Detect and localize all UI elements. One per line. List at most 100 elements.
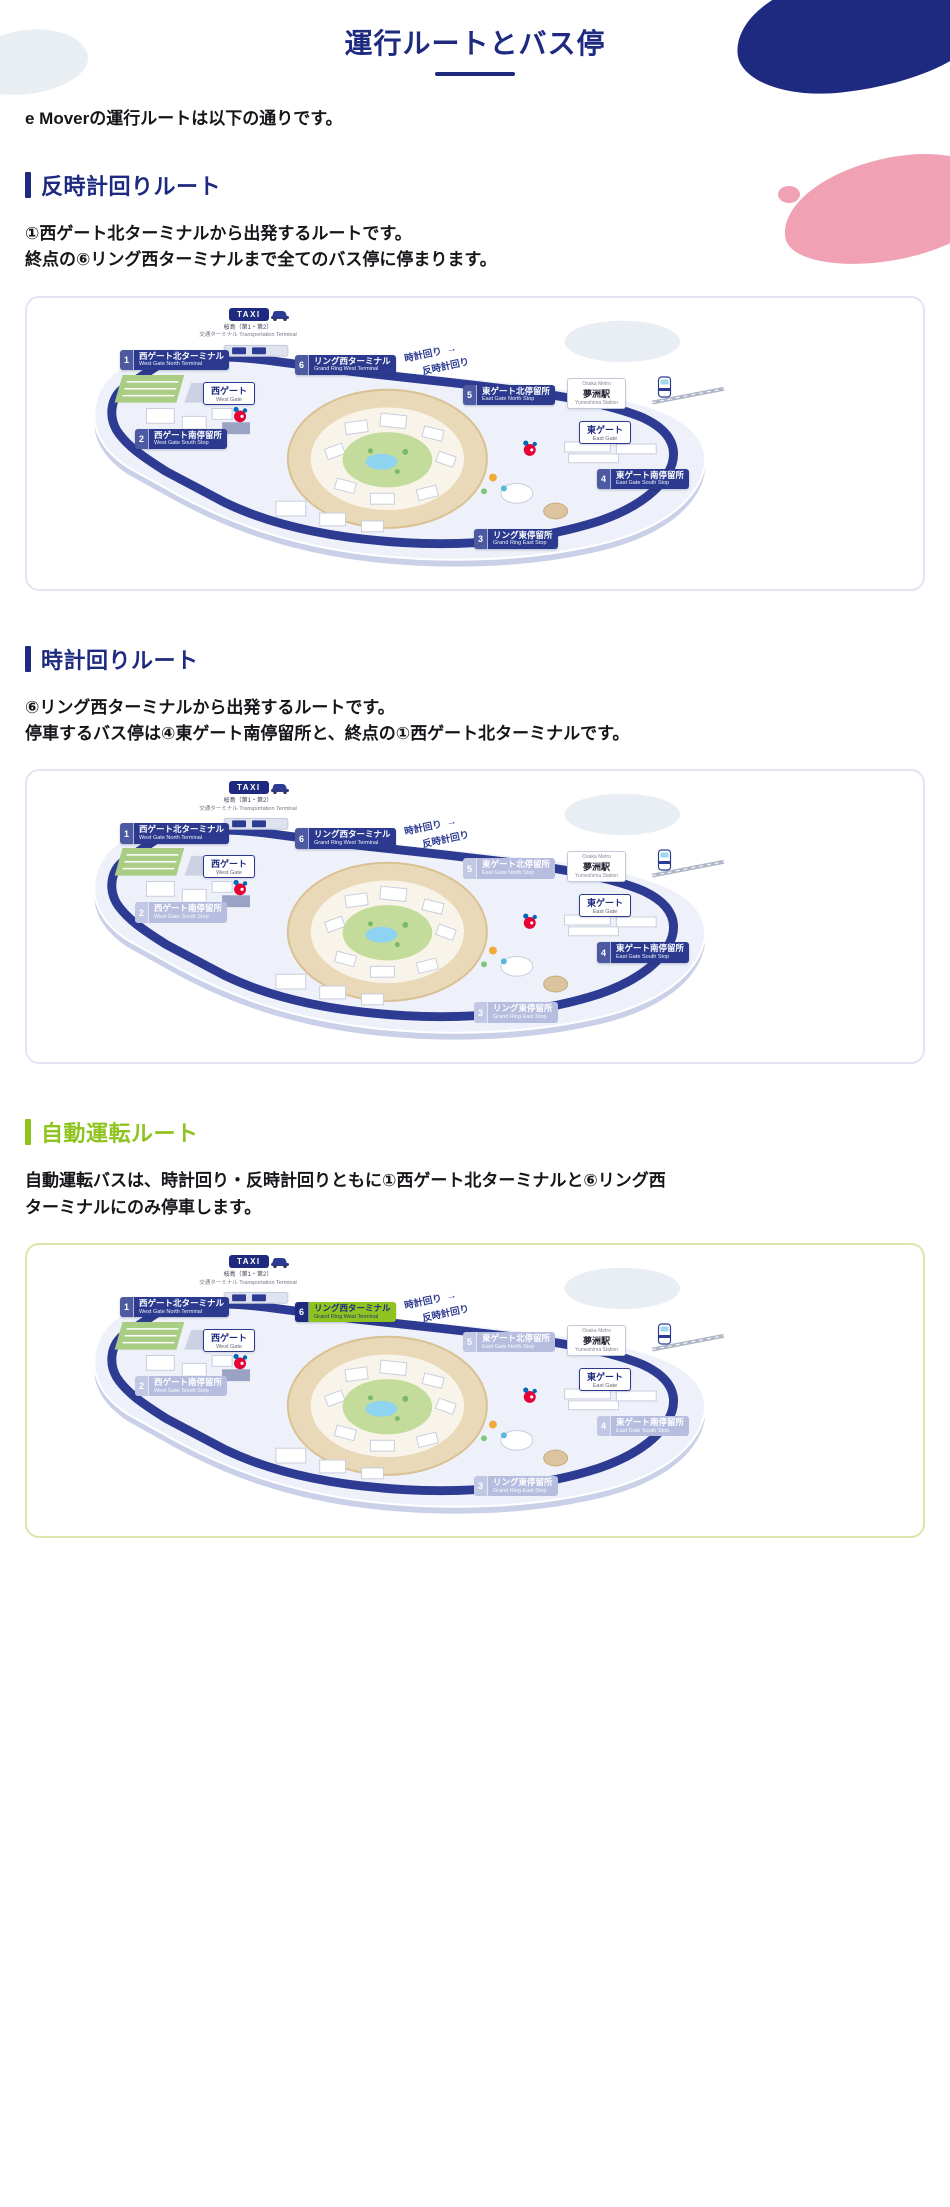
bus-stop-name-jp: リング東停留所 bbox=[493, 1003, 553, 1014]
section-description: ①西ゲート北ターミナルから出発するルートです。終点の⑥リング西ターミナルまで全て… bbox=[25, 221, 950, 274]
taxi-car-icon-wrap bbox=[270, 1255, 290, 1273]
page-title: 運行ルートとバス停 bbox=[344, 28, 606, 59]
bus-stop-name-jp: 東ゲート南停留所 bbox=[616, 943, 685, 954]
taxi-badge: TAXI bbox=[229, 781, 269, 795]
decor-blob-pink-dot bbox=[778, 186, 800, 203]
bus-stop-number: 6 bbox=[295, 1302, 309, 1323]
bus-stop-number: 4 bbox=[597, 942, 611, 963]
bus-stop-name-jp: リング西ターミナル bbox=[314, 829, 391, 840]
gate-name-en: East Gate bbox=[592, 1383, 618, 1390]
parked-buses bbox=[232, 1294, 266, 1302]
bus-stop-name-en: East Gate North Stop bbox=[482, 1343, 535, 1350]
bus-stop-name-jp: リング西ターミナル bbox=[314, 1303, 391, 1314]
route-section-3: 自動運転ルート自動運転バスは、時計回り・反時計回りともに①西ゲート北ターミナルと… bbox=[0, 1116, 950, 1539]
section-heading-row: 反時計回りルート bbox=[25, 169, 950, 201]
bus-stop-number: 2 bbox=[135, 428, 149, 450]
myakumyaku-east-icon bbox=[523, 1387, 537, 1403]
railway-line bbox=[651, 386, 725, 405]
myakumyaku-west-icon bbox=[233, 880, 248, 896]
description-line: ①西ゲート北ターミナルから出発するルートです。 bbox=[25, 224, 412, 243]
description-line: 終点の⑥リング西ターミナルまで全てのバス停に停まります。 bbox=[25, 250, 497, 270]
bus-stop-name-jp: 西ゲート北ターミナル bbox=[139, 1298, 225, 1309]
round-pavilion bbox=[500, 956, 534, 978]
car-icon bbox=[271, 310, 289, 321]
counterclockwise-arrow-icon: ← bbox=[406, 1314, 419, 1328]
train-icon-wrap bbox=[657, 376, 672, 403]
description-line: ⑥リング西ターミナルから出発するルートです。 bbox=[25, 697, 395, 717]
bus-stop-name-jp: 東ゲート北停留所 bbox=[482, 859, 551, 870]
description-line: ターミナルにのみ停車します。 bbox=[25, 1197, 262, 1217]
gate-name-en: West Gate bbox=[216, 870, 242, 877]
transportation-terminal-label: 桜島（第1・第2）交通ターミナル Transportation Terminal bbox=[183, 798, 313, 813]
station-name-en: Yumeshima Station bbox=[575, 399, 619, 406]
taxi-car-icon-wrap bbox=[270, 308, 290, 326]
bus-stop-number: 5 bbox=[463, 858, 477, 879]
bus-bay-stripes bbox=[122, 854, 179, 870]
transportation-terminal-label: 桜島（第1・第2）交通ターミナル Transportation Terminal bbox=[183, 325, 313, 340]
distant-land-shape bbox=[564, 794, 681, 836]
bus-stop-name-en: Grand Ring West Terminal bbox=[314, 1313, 379, 1320]
bus-bay-stripes bbox=[122, 380, 179, 397]
taxi-badge: TAXI bbox=[229, 1255, 269, 1269]
round-pavilion bbox=[500, 482, 534, 504]
railway-line bbox=[651, 860, 725, 878]
osaka-metro-label: Osaka Metro bbox=[582, 854, 611, 861]
gate-name-jp: 西ゲート bbox=[211, 385, 248, 396]
section-heading-bar bbox=[25, 172, 31, 198]
section-heading-bar bbox=[25, 1119, 31, 1146]
section-heading: 時計回りルート bbox=[41, 647, 199, 673]
bus-stop-number: 4 bbox=[597, 468, 611, 490]
station-name-jp: 夢洲駅 bbox=[583, 388, 611, 399]
distant-land-shape bbox=[564, 320, 681, 362]
bus-stop-name-en: West Gate South Stop bbox=[154, 1387, 209, 1394]
myakumyaku-east-icon bbox=[523, 440, 537, 456]
bus-stop-name-jp: リング東停留所 bbox=[493, 529, 553, 540]
terminal-line2: 交通ターミナル Transportation Terminal bbox=[199, 806, 297, 813]
gate-name-en: West Gate bbox=[216, 396, 242, 403]
car-icon bbox=[271, 1258, 289, 1269]
pavilion-dots bbox=[480, 1420, 507, 1442]
railway-line bbox=[651, 1333, 725, 1352]
title-underline bbox=[435, 72, 515, 76]
bus-stop-name-jp: 東ゲート北停留所 bbox=[482, 1333, 551, 1344]
park-trees bbox=[367, 448, 409, 474]
pavilion-dots bbox=[480, 473, 507, 494]
terminal-line2: 交通ターミナル Transportation Terminal bbox=[199, 332, 297, 339]
bus-stop-name-jp: リング東停留所 bbox=[493, 1477, 553, 1488]
terminal-line1: 桜島（第1・第2） bbox=[223, 798, 273, 805]
taxi-badge: TAXI bbox=[229, 307, 269, 321]
bus-stop-name-jp: リング西ターミナル bbox=[314, 355, 391, 366]
west-buildings bbox=[145, 407, 233, 430]
bus-stop-number: 6 bbox=[295, 354, 309, 376]
description-line: 自動運転バスは、時計回り・反時計回りともに①西ゲート北ターミナルと⑥リング西 bbox=[25, 1171, 666, 1191]
bus-stop-name-en: East Gate North Stop bbox=[482, 870, 535, 877]
bus-stop-name-en: West Gate North Terminal bbox=[139, 361, 203, 368]
myakumyaku-west-icon bbox=[233, 406, 248, 422]
bus-stop-name-jp: 西ゲート北ターミナル bbox=[139, 350, 225, 361]
clockwise-arrow-icon: → bbox=[445, 342, 458, 356]
